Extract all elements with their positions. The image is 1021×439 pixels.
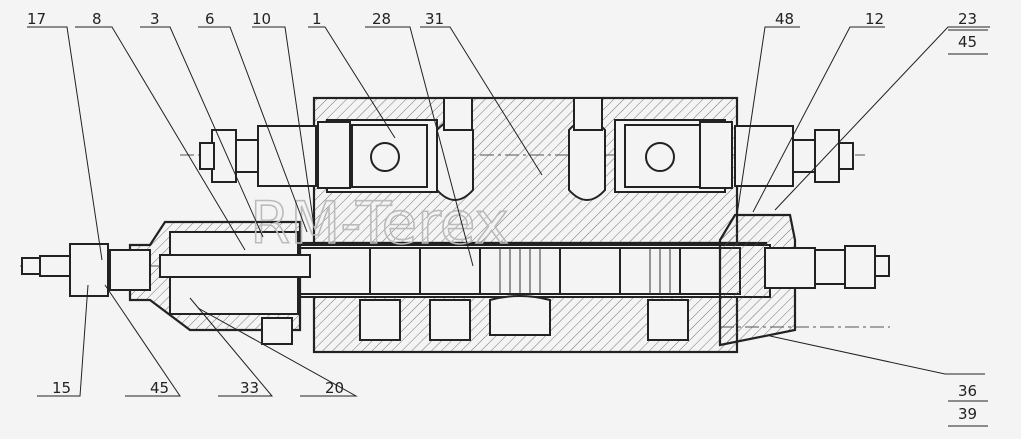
callout-12: 12 [865,10,884,28]
callout-15: 15 [52,379,71,397]
right-end-cap [718,213,890,347]
leader-lines [27,26,990,397]
callout-1: 1 [312,10,322,28]
callout-33: 33 [240,379,259,397]
callout-10: 10 [252,10,271,28]
callout-8: 8 [92,10,102,28]
callout-48: 48 [775,10,794,28]
watermark-text: RM-Terex [250,189,509,257]
callout-labels: 17 8 3 6 10 1 28 31 48 12 23 45 15 45 33… [27,10,988,427]
callout-28: 28 [372,10,391,28]
callout-6: 6 [205,10,215,28]
callout-17: 17 [27,10,46,28]
left-check-valve [199,121,428,189]
callout-45-top: 45 [958,33,977,51]
spool [299,247,741,295]
callout-23: 23 [958,10,977,28]
callout-3: 3 [150,10,160,28]
callout-39: 39 [958,405,977,423]
callout-20: 20 [325,379,344,397]
left-spring-housing [21,220,311,345]
callout-36: 36 [958,382,977,400]
right-check-valve [624,121,854,189]
callout-31: 31 [425,10,444,28]
callout-45: 45 [150,379,169,397]
